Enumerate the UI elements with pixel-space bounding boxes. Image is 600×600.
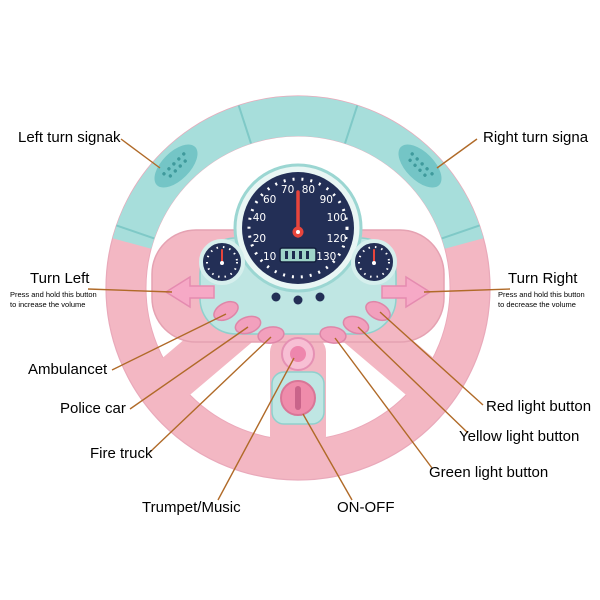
leader-left-turn-signal bbox=[120, 138, 161, 169]
leader-lines bbox=[87, 138, 511, 501]
left-speaker-icon bbox=[154, 144, 198, 188]
right-speaker-icon bbox=[398, 144, 442, 188]
leader-on-off bbox=[302, 413, 353, 501]
callout-ambulance: Ambulancet bbox=[28, 361, 108, 378]
leader-turn-right bbox=[423, 288, 511, 293]
svg-text:70: 70 bbox=[281, 184, 294, 196]
callout-on-off: ON-OFF bbox=[337, 499, 395, 516]
callout-red-light-button: Red light button bbox=[486, 398, 592, 415]
lcd-segments bbox=[285, 251, 309, 259]
leader-fire-truck bbox=[149, 336, 272, 453]
svg-text:60: 60 bbox=[263, 194, 276, 206]
svg-text:20: 20 bbox=[253, 233, 266, 245]
callout-trumpet-music: Trumpet/Music bbox=[142, 499, 241, 516]
yellow-light-button-shape bbox=[342, 315, 370, 335]
ambulance-sound-button bbox=[213, 300, 239, 322]
green-light-button-shape bbox=[319, 326, 347, 344]
leader-green-light bbox=[334, 337, 433, 469]
svg-text:100: 100 bbox=[327, 212, 347, 224]
left-mini-gauge bbox=[199, 239, 245, 285]
leader-ambulance bbox=[111, 313, 227, 371]
speedometer-ticks bbox=[247, 177, 349, 279]
turn-left-sub-line2: to increase the volume bbox=[10, 300, 86, 309]
callout-green-light-button: Green light button bbox=[429, 464, 549, 481]
turn-right-sub-line1: Press and hold this button bbox=[498, 289, 585, 299]
callout-yellow-light-button: Yellow light button bbox=[459, 428, 580, 445]
turn-right-title: Turn Right bbox=[508, 270, 578, 287]
leader-right-turn-signal bbox=[436, 138, 478, 169]
leader-police bbox=[129, 326, 249, 410]
police-sound-button bbox=[234, 315, 262, 335]
svg-text:90: 90 bbox=[320, 194, 333, 206]
right-mini-gauge bbox=[351, 239, 397, 285]
svg-text:120: 120 bbox=[327, 233, 347, 245]
needle-cap-center bbox=[296, 230, 300, 234]
leader-red-light bbox=[379, 311, 484, 406]
wheel-ring-outer-edge bbox=[105, 95, 491, 481]
grip-separator-lines bbox=[116, 105, 480, 240]
callout-fire-truck: Fire truck bbox=[90, 445, 153, 462]
turn-left-sub-line1: Press and hold this button bbox=[10, 289, 97, 299]
svg-text:10: 10 bbox=[263, 251, 276, 263]
turn-left-arrow-button bbox=[164, 275, 215, 309]
callout-police-car: Police car bbox=[60, 400, 126, 417]
turn-left-title: Turn Left bbox=[30, 270, 90, 287]
callout-turn-left: Turn Left Press and hold this button to … bbox=[10, 270, 97, 311]
svg-text:40: 40 bbox=[253, 212, 266, 224]
svg-text:80: 80 bbox=[302, 184, 315, 196]
leader-trumpet bbox=[217, 357, 295, 501]
fire-truck-sound-button bbox=[257, 326, 285, 344]
callout-right-turn-signal: Right turn signa bbox=[483, 129, 589, 146]
leader-turn-left bbox=[87, 288, 173, 293]
speedometer-numbers: 10 20 40 60 70 80 90 100 120 130 bbox=[253, 184, 347, 263]
callout-turn-right: Turn Right Press and hold this button to… bbox=[498, 270, 585, 311]
turn-right-sub-line2: to decrease the volume bbox=[498, 300, 576, 309]
callout-left-turn-signal: Left turn signak bbox=[18, 129, 121, 146]
indicator-dots bbox=[271, 292, 325, 305]
svg-text:130: 130 bbox=[316, 251, 336, 263]
turn-right-arrow-button bbox=[381, 275, 432, 309]
on-off-knob bbox=[280, 380, 316, 416]
leader-yellow-light bbox=[357, 326, 469, 434]
trumpet-music-button bbox=[281, 337, 315, 371]
